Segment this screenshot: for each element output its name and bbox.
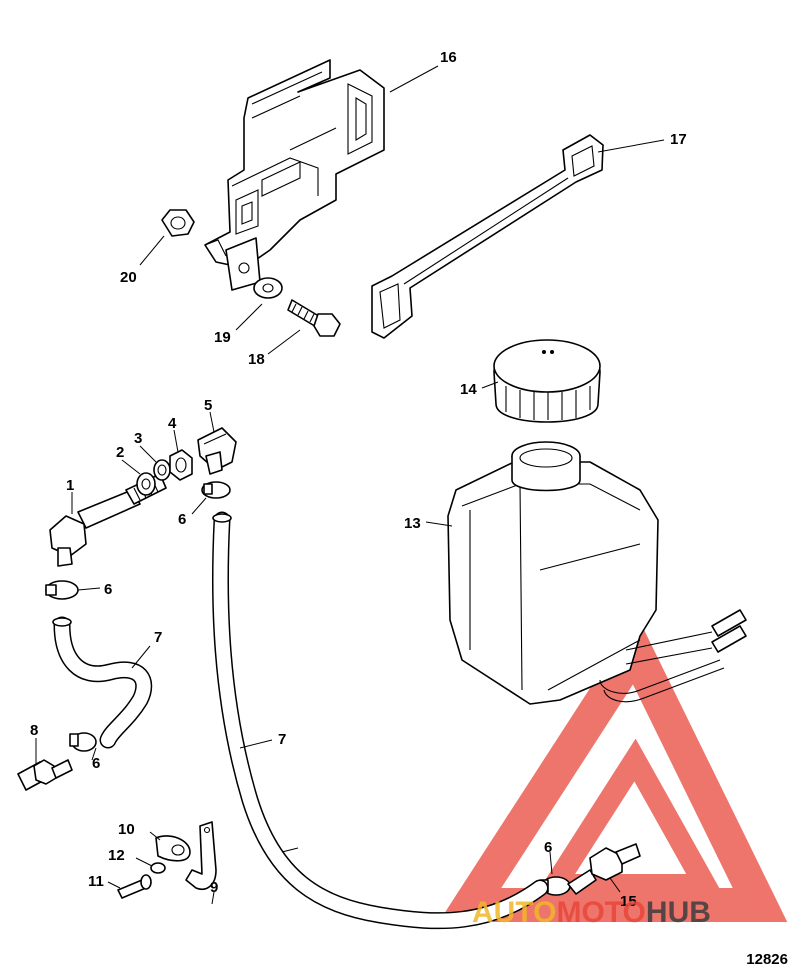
hose-barb-fitting xyxy=(17,759,73,791)
callout-18: 18 xyxy=(248,351,265,368)
mounting-bracket xyxy=(204,59,385,291)
callout-7b: 7 xyxy=(278,731,286,748)
callout-20: 20 xyxy=(120,269,137,286)
oil-tank xyxy=(447,441,747,705)
callout-3: 3 xyxy=(134,430,142,447)
callout-11: 11 xyxy=(88,873,104,890)
callout-2: 2 xyxy=(116,444,124,461)
callout-10: 10 xyxy=(118,821,135,838)
watermark-part-auto: AUTO xyxy=(472,896,556,929)
watermark-part-moto: MOTO xyxy=(556,896,645,929)
tank-cap xyxy=(493,339,601,423)
nut xyxy=(161,209,195,237)
bolt xyxy=(287,299,341,337)
nut xyxy=(169,449,193,481)
callout-7a: 7 xyxy=(154,629,162,646)
long-hose xyxy=(211,511,549,930)
hose-clamp xyxy=(201,481,231,499)
tank-strap xyxy=(371,134,604,339)
callout-15: 15 xyxy=(620,893,637,910)
washer xyxy=(253,277,283,299)
washer xyxy=(136,472,156,496)
callout-4: 4 xyxy=(168,415,177,432)
callout-16: 16 xyxy=(440,49,457,66)
callout-6a: 6 xyxy=(178,511,186,528)
callout-labels: 1 2 3 4 5 6 6 6 6 7 7 8 9 10 11 12 13 14… xyxy=(30,49,687,910)
hose-clamp xyxy=(45,580,79,600)
callout-14: 14 xyxy=(460,381,477,398)
callout-6c: 6 xyxy=(92,755,100,772)
callout-8: 8 xyxy=(30,722,38,739)
washer xyxy=(150,862,166,874)
callout-13: 13 xyxy=(404,515,421,532)
callout-17: 17 xyxy=(670,131,687,148)
hose-clip xyxy=(155,835,191,862)
screw xyxy=(117,874,152,899)
watermark-text: AUTOMOTOHUB xyxy=(472,896,711,929)
elbow-fitting xyxy=(197,427,237,475)
o-ring xyxy=(153,459,171,481)
callout-6d: 6 xyxy=(544,839,552,856)
hose-bracket xyxy=(185,821,217,890)
watermark-part-hub: HUB xyxy=(646,896,711,929)
callout-9: 9 xyxy=(210,879,218,896)
callout-12: 12 xyxy=(108,847,125,864)
callout-1: 1 xyxy=(66,477,74,494)
leader-lines xyxy=(35,65,665,905)
watermark-logo-icon xyxy=(438,615,788,922)
callout-5: 5 xyxy=(204,397,212,414)
hose-clamp xyxy=(69,732,97,752)
diagram-number: 12826 xyxy=(746,951,788,968)
short-hose xyxy=(52,616,153,749)
tank-fitting xyxy=(567,843,641,895)
callout-19: 19 xyxy=(214,329,231,346)
callout-6b: 6 xyxy=(104,581,112,598)
